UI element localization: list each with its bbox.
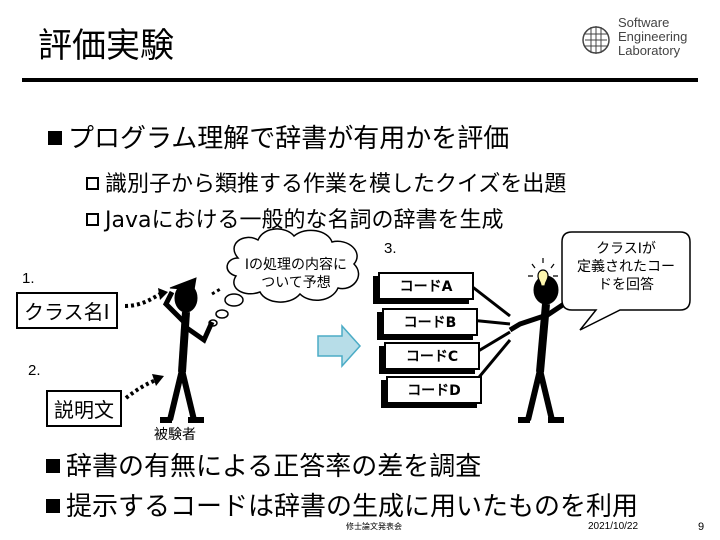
- class-name-box: クラス名I: [16, 292, 118, 329]
- thought-line: Iの処理の内容に: [244, 257, 348, 273]
- logo-line: Software: [618, 15, 670, 30]
- callout-line: クラスIが: [596, 241, 656, 257]
- step-1-label: 1.: [22, 270, 35, 287]
- bullet-text: Javaにおける一般的な名詞の辞書を生成: [105, 208, 504, 233]
- page-number: 9: [698, 521, 705, 533]
- slide-title: 評価実験: [38, 26, 174, 66]
- hollow-square-bullet-icon: [86, 213, 99, 226]
- bullet-text: 識別子から類推する作業を模したクイズを出題: [105, 172, 567, 197]
- thought-line: ついて予想: [261, 275, 331, 291]
- square-bullet-icon: [48, 131, 62, 145]
- bullet-text: プログラム理解で辞書が有用かを評価: [68, 124, 510, 154]
- bullet-text: 辞書の有無による正答率の差を調査: [66, 452, 482, 482]
- light-bulb-icon: [528, 258, 558, 287]
- logo-line: Engineering: [618, 29, 688, 44]
- title-underline: [22, 78, 698, 82]
- callout-line: 定義されたコー: [577, 259, 675, 275]
- code-box-b: コードB: [382, 308, 478, 336]
- bullet-text: 提示するコードは辞書の生成に用いたものを利用: [66, 492, 639, 522]
- bullet-main-2: 辞書の有無による正答率の差を調査: [46, 446, 481, 483]
- dotted-arrow-3: [211, 286, 223, 296]
- bullet-main-3: 提示するコードは辞書の生成に用いたものを利用: [46, 486, 638, 523]
- footer-date: 2021/10/22: [588, 521, 639, 532]
- hollow-square-bullet-icon: [86, 177, 99, 190]
- dotted-arrow-2: [124, 374, 164, 400]
- code-box-a: コードA: [378, 272, 474, 300]
- thought-text: Iの処理の内容に ついて予想: [240, 256, 352, 292]
- callout-text: クラスIが 定義されたコー ドを回答: [564, 240, 688, 294]
- bullet-main-1: プログラム理解で辞書が有用かを評価: [48, 118, 509, 155]
- description-box: 説明文: [46, 390, 122, 427]
- logo-line: Laboratory: [618, 43, 681, 58]
- subject-label: 被験者: [154, 427, 196, 443]
- step-2-label: 2.: [28, 362, 41, 379]
- callout-line: ドを回答: [598, 277, 654, 293]
- footer-event: 修士論文発表会: [346, 522, 402, 531]
- bullet-sub-1: 識別子から類推する作業を模したクイズを出題: [86, 166, 566, 198]
- square-bullet-icon: [46, 459, 60, 473]
- step-3-label: 3.: [384, 240, 397, 257]
- callout-bubble: [561, 231, 691, 331]
- lab-logo-text: Software Engineering Laboratory: [618, 16, 687, 58]
- answer-lines: [468, 283, 512, 389]
- bullet-sub-2: Javaにおける一般的な名詞の辞書を生成: [86, 202, 503, 234]
- subject-figure-icon: [160, 277, 215, 423]
- code-box-d: コードD: [386, 376, 482, 404]
- lab-logo-icon: [582, 26, 610, 54]
- block-arrow-right: [317, 324, 362, 368]
- dotted-arrow-1: [124, 288, 168, 308]
- code-box-c: コードC: [384, 342, 480, 370]
- square-bullet-icon: [46, 499, 60, 513]
- thought-cloud-icon: [208, 228, 360, 327]
